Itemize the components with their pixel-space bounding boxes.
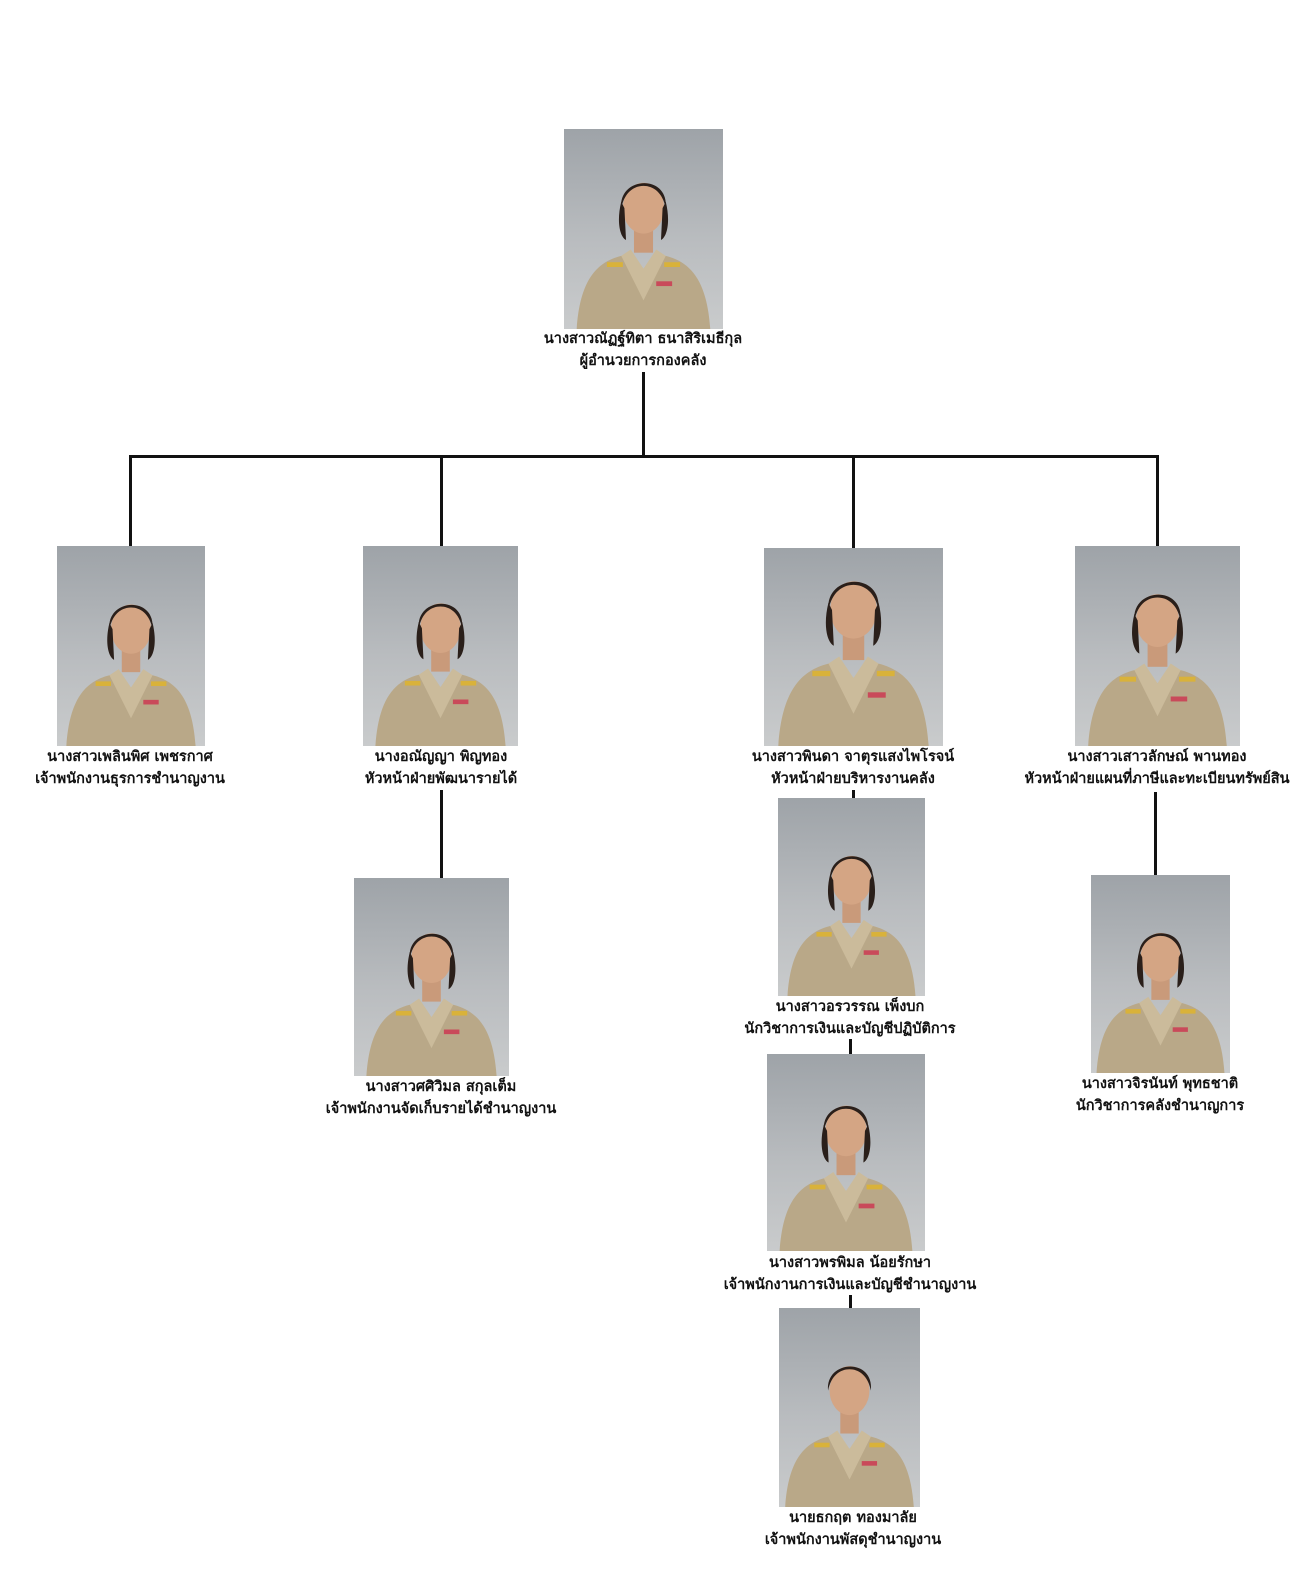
person-name: นางสาวอรวรรณ เพ็งบก <box>775 999 925 1015</box>
person-name: นางสาวพินดา จาตุรแสงไพโรจน์ <box>751 749 955 765</box>
person-label: นางสาวอรวรรณ เพ็งบก นักวิชาการเงินและบัญ… <box>744 996 955 1040</box>
portrait-photo <box>354 878 509 1076</box>
person-silhouette-icon <box>375 603 506 746</box>
person-name: นางสาวพรพิมล น้อยรักษา <box>768 1255 932 1271</box>
connector-root-down <box>642 372 645 458</box>
person-name: นางสาวณัฏฐ์ทิตา ธนาสิริเมธีกุล <box>543 331 743 347</box>
person-silhouette-icon <box>1096 932 1225 1073</box>
person-name: นางสาวจิรนันท์ พุทธชาติ <box>1081 1076 1239 1092</box>
person-silhouette-icon <box>366 933 497 1076</box>
person-silhouette-icon <box>787 855 916 996</box>
person-name: นายธกฤต ทองมาลัย <box>789 1510 917 1526</box>
person-position: หัวหน้าฝ่ายบริหารงานคลัง <box>771 771 935 787</box>
person-label: นางสาวพินดา จาตุรแสงไพโรจน์ หัวหน้าฝ่ายบ… <box>752 746 954 790</box>
person-position: นักวิชาการคลังชำนาญการ <box>1075 1098 1245 1114</box>
portrait-photo <box>363 546 518 746</box>
portrait-photo <box>564 129 723 329</box>
person-position: เจ้าพนักงานพัสดุชำนาญงาน <box>764 1532 942 1548</box>
person-silhouette-icon <box>778 581 929 746</box>
portrait-photo <box>764 548 943 746</box>
person-position: หัวหน้าฝ่ายแผนที่ภาษีและทะเบียนทรัพย์สิน <box>1024 771 1290 787</box>
portrait-photo <box>779 1308 920 1507</box>
person-position: ผู้อำนวยการกองคลัง <box>579 353 707 369</box>
connector-node-7-to-8 <box>849 1295 852 1308</box>
portrait-photo <box>767 1054 925 1251</box>
person-name: นางสาวศศิวิมล สกุลเต็ม <box>365 1079 517 1095</box>
person-label: นางสาวณัฏฐ์ทิตา ธนาสิริเมธีกุล ผู้อำนวยก… <box>544 328 742 372</box>
connector-node-6-to-7 <box>849 1039 852 1054</box>
person-position: นักวิชาการเงินและบัญชีปฏิบัติการ <box>744 1021 956 1037</box>
person-position: เจ้าพนักงานธุรการชำนาญงาน <box>35 771 225 787</box>
person-position: หัวหน้าฝ่ายพัฒนารายได้ <box>364 771 518 787</box>
portrait-photo <box>1091 875 1230 1073</box>
person-name: นางสาวเสาวลักษณ์ พานทอง <box>1067 749 1247 765</box>
person-label: นางสาวเสาวลักษณ์ พานทอง หัวหน้าฝ่ายแผนที… <box>1024 746 1289 790</box>
portrait-photo <box>778 798 925 996</box>
connector-horizontal-bar <box>129 455 1159 458</box>
connector-node-4-to-9 <box>1154 792 1157 877</box>
portrait-photo <box>57 546 205 746</box>
person-name: นางอณัญญา พิญทอง <box>374 749 508 765</box>
person-label: นายธกฤต ทองมาลัย เจ้าพนักงานพัสดุชำนาญงา… <box>765 1507 941 1551</box>
person-silhouette-icon <box>1088 594 1227 746</box>
person-silhouette-icon <box>779 1105 913 1251</box>
person-label: นางอณัญญา พิญทอง หัวหน้าฝ่ายพัฒนารายได้ <box>365 746 517 790</box>
person-silhouette-icon <box>66 604 196 746</box>
portrait-photo <box>1075 546 1240 746</box>
connector-to-node-3 <box>852 456 855 548</box>
connector-node-2-to-5 <box>440 790 443 878</box>
connector-to-node-4 <box>1156 456 1159 546</box>
connector-to-node-1 <box>129 456 132 546</box>
person-silhouette-icon <box>576 182 711 329</box>
person-label: นางสาวจิรนันท์ พุทธชาติ นักวิชาการคลังชำ… <box>1076 1073 1244 1117</box>
connector-node-3-to-6 <box>852 790 855 798</box>
person-silhouette-icon <box>785 1366 914 1507</box>
person-position: เจ้าพนักงานการเงินและบัญชีชำนาญงาน <box>723 1277 977 1293</box>
person-position: เจ้าพนักงานจัดเก็บรายได้ชำนาญงาน <box>325 1101 557 1117</box>
person-label: นางสาวเพลินพิศ เพชรกาศ เจ้าพนักงานธุรการ… <box>35 746 225 790</box>
person-name: นางสาวเพลินพิศ เพชรกาศ <box>47 749 213 765</box>
person-label: นางสาวพรพิมล น้อยรักษา เจ้าพนักงานการเงิ… <box>724 1252 977 1296</box>
person-label: นางสาวศศิวิมล สกุลเต็ม เจ้าพนักงานจัดเก็… <box>326 1076 557 1120</box>
connector-to-node-2 <box>440 456 443 546</box>
